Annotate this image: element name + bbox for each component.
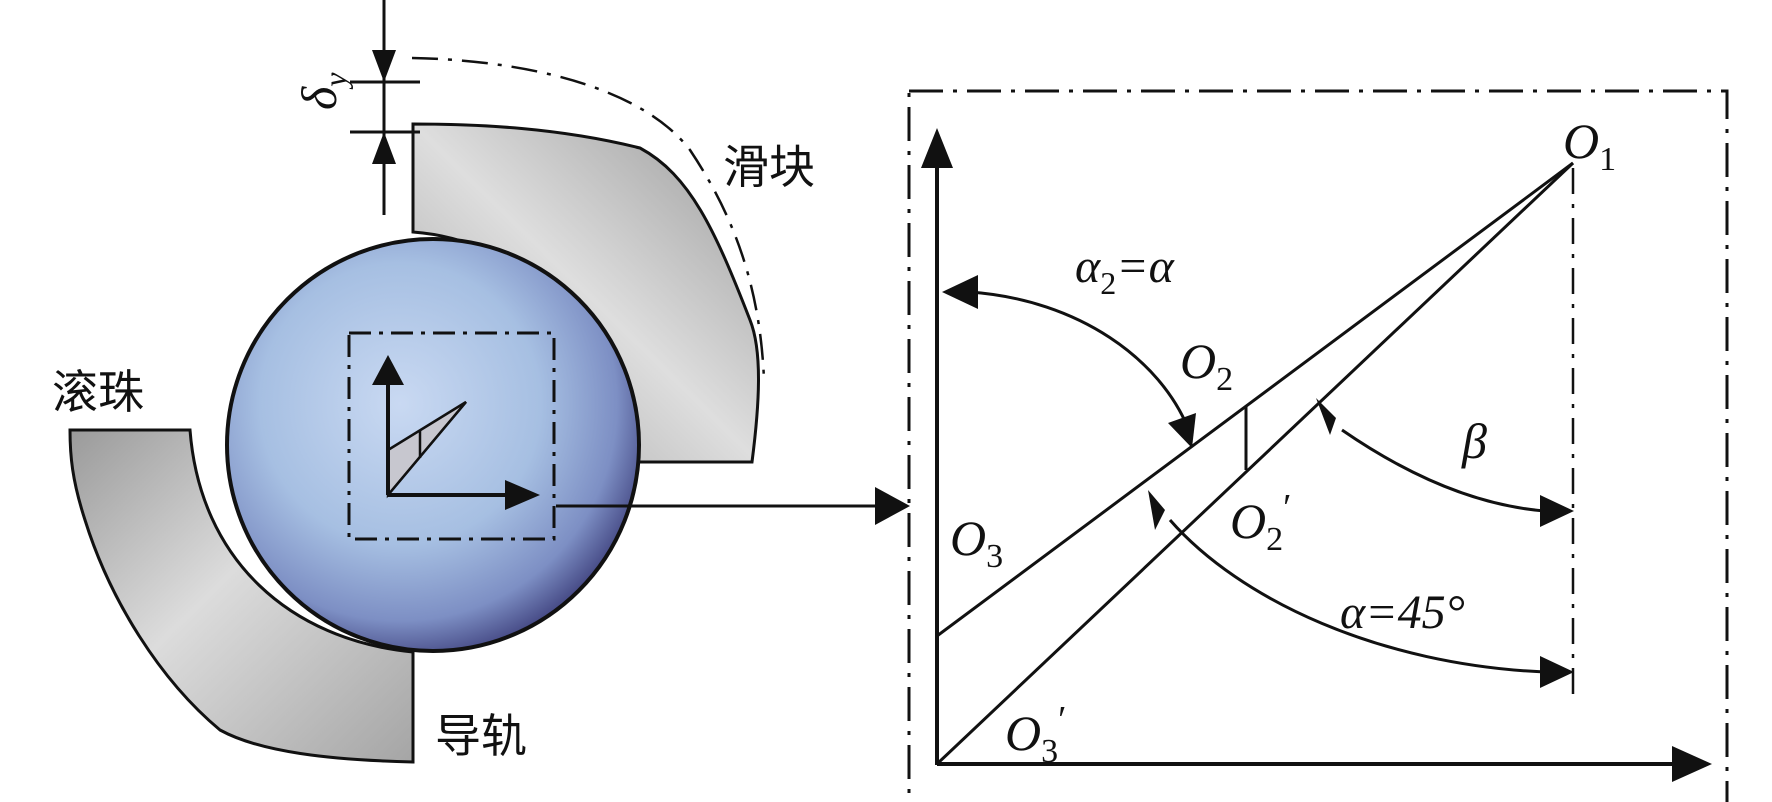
label-o2-prime: O2′	[1230, 487, 1291, 558]
rail-label: 导轨	[435, 709, 527, 763]
label-o2: O2	[1180, 333, 1233, 398]
alpha2-arrowhead-right	[1168, 413, 1196, 448]
ball-label: 滚珠	[52, 365, 144, 419]
dim-arrow-bottom	[372, 132, 396, 164]
mini-triangle-base	[387, 401, 467, 496]
line-o3-o1	[936, 161, 1574, 638]
dim-arrow-top	[372, 50, 396, 82]
y-axis-arrowhead	[921, 128, 953, 168]
slider-label: 滑块	[723, 140, 815, 194]
detail-frame	[907, 89, 1729, 802]
mini-y-arrowhead	[372, 355, 404, 385]
label-alpha45: α=45°	[1340, 586, 1465, 639]
label-o1: O1	[1563, 113, 1616, 178]
detail-box	[347, 331, 556, 541]
beta-arrowhead-right	[1540, 495, 1574, 527]
alpha45-arrowhead-top	[1148, 490, 1165, 530]
label-o3-prime: O3′	[1005, 699, 1066, 770]
alpha45-arrowhead-right	[1540, 656, 1574, 688]
alpha2-arrowhead-left	[942, 275, 978, 309]
ball	[225, 237, 641, 653]
label-o3: O3	[950, 510, 1003, 575]
delta-y-label: δy	[291, 72, 353, 110]
mini-x-arrowhead	[505, 480, 540, 510]
beta-arc	[1341, 428, 1546, 513]
label-alpha2: α2=α	[1075, 240, 1175, 301]
beta-arrowhead-top	[1316, 398, 1336, 435]
alpha2-arc	[969, 290, 1190, 429]
connector-arrowhead	[875, 487, 910, 525]
alpha45-arc	[1168, 519, 1546, 674]
line-o3p-o1	[935, 161, 1575, 766]
x-axis-arrowhead	[1672, 746, 1712, 782]
slider-dashdot-contour	[411, 56, 766, 381]
rail-block	[68, 428, 415, 764]
label-beta: β	[1461, 413, 1487, 469]
